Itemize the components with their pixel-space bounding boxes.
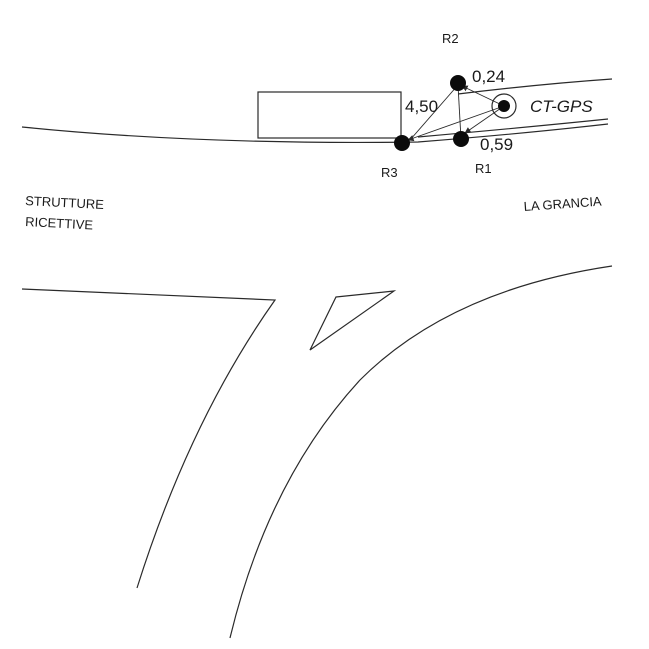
point-r2-marker <box>450 75 466 91</box>
distance-r2: 0,24 <box>472 67 505 86</box>
point-r1-label: R1 <box>475 161 492 176</box>
area-label-ricettive: RICETTIVE <box>25 214 94 233</box>
distance-r3: 4,50 <box>405 97 438 116</box>
point-r2-label: R2 <box>442 31 459 46</box>
measure-line-r1 <box>464 105 505 134</box>
station-marker <box>498 100 510 112</box>
point-r3-marker <box>394 135 410 151</box>
station-ring <box>491 93 517 119</box>
point-r3-label: R3 <box>381 165 398 180</box>
measure-line-r2 <box>461 85 505 107</box>
side-road-left-edge <box>21 288 277 589</box>
station-label: CT-GPS <box>530 97 593 116</box>
main-road-lower-edge <box>21 123 609 144</box>
point-r1-marker <box>453 131 469 147</box>
measure-line-r2-r1 <box>457 84 462 140</box>
measure-line-r3-b <box>409 84 459 141</box>
area-label-la-grancia: LA GRANCIA <box>523 194 602 214</box>
traffic-island <box>309 290 397 351</box>
side-road-right-edge <box>229 265 613 639</box>
building-footprint <box>257 91 402 139</box>
main-road-upper-edge <box>457 78 613 95</box>
area-label-strutture: STRUTTURE <box>25 193 105 212</box>
main-road-inner-edge <box>417 118 609 138</box>
distance-r1: 0,59 <box>480 135 513 154</box>
measure-line-r3-a <box>407 105 505 142</box>
